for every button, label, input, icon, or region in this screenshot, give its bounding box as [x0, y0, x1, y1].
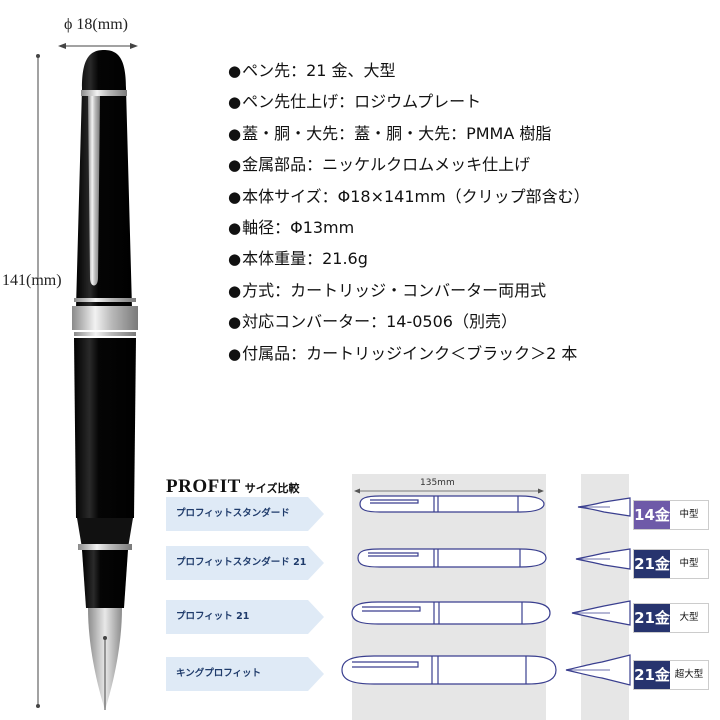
gold-karat-label: 21金: [634, 661, 670, 689]
spec-text: ペン先：21 金、大型: [242, 61, 396, 80]
spec-text: ペン先仕上げ：ロジウムプレート: [242, 92, 482, 112]
pen-outline-profit-21: [351, 601, 551, 625]
length-indicator-label: 135mm: [420, 478, 455, 488]
spec-item: ●ペン先仕上げ：ロジウムプレート: [228, 89, 590, 120]
spec-item: ●蓋・胴・大先：蓋・胴・大先：PMMA 樹脂: [228, 121, 590, 152]
spec-bullet: ●: [228, 93, 242, 112]
spec-bullet: ●: [228, 281, 242, 300]
row-label-text: プロフィットスタンダード 21: [176, 557, 307, 568]
arrow-label-shape: [166, 657, 324, 691]
nib-badge-row-1: 14金 中型: [633, 500, 709, 530]
gold-karat-label: 21金: [634, 550, 670, 578]
diameter-label: ϕ 18(mm): [64, 16, 128, 33]
length-indicator-arrow: [354, 488, 544, 494]
nib-size-label: 中型: [679, 558, 699, 569]
spec-item: ●本体重量：21.6g: [228, 246, 590, 277]
spec-text: 対応コンバーター：14-0506（別売）: [242, 312, 517, 332]
row-label-profit-21: プロフィット 21: [166, 600, 324, 634]
spec-item: ●方式：カートリッジ・コンバーター両用式: [228, 278, 590, 309]
gold-karat-label: 21金: [634, 604, 670, 632]
nib-badge-row-2: 21金 中型: [633, 549, 709, 579]
spec-bullet: ●: [228, 344, 242, 363]
spec-list: ●ペン先：21 金、大型 ●ペン先仕上げ：ロジウムプレート ●蓋・胴・大先：蓋・…: [228, 58, 590, 372]
spec-bullet: ●: [228, 313, 242, 332]
row-label-king-profit: キングプロフィット: [166, 657, 324, 691]
spec-item: ●ペン先：21 金、大型: [228, 58, 590, 89]
spec-bullet: ●: [228, 156, 242, 175]
arrow-label-shape: [166, 600, 324, 634]
spec-text: 軸径：Φ13mm: [242, 217, 355, 237]
spec-bullet: ●: [228, 187, 242, 206]
spec-item: ●対応コンバーター：14-0506（別売）: [228, 309, 590, 340]
spec-bullet: ●: [228, 62, 242, 80]
spec-text: 方式：カートリッジ・コンバーター両用式: [242, 280, 547, 300]
row-label-text: キングプロフィット: [176, 668, 262, 679]
nib-badge-row-4: 21金 超大型: [633, 660, 709, 690]
nib-size-label: 大型: [679, 612, 699, 623]
spec-text: 金属部品：ニッケルクロムメッキ仕上げ: [242, 155, 531, 175]
spec-text: 付属品：カートリッジインク＜ブラック＞2 本: [242, 343, 578, 363]
arrow-label-shape: [166, 497, 324, 531]
row-label-text: プロフィットスタンダード: [176, 508, 290, 519]
nib-outlines: [565, 497, 631, 686]
comparison-subtitle: サイズ比較: [244, 482, 300, 495]
spec-text: 蓋・胴・大先：蓋・胴・大先：PMMA 樹脂: [242, 123, 552, 143]
brand-name: PROFIT: [166, 476, 241, 497]
spec-bullet: ●: [228, 218, 242, 237]
arrow-label-shape: [166, 546, 324, 580]
nib-size-label: 超大型: [674, 669, 704, 680]
length-label: 141(mm): [2, 272, 62, 289]
spec-text: 本体重量：21.6g: [242, 249, 368, 269]
fountain-pen-illustration: [72, 50, 138, 710]
spec-item: ●軸径：Φ13mm: [228, 215, 590, 246]
nib-size-label: 中型: [679, 509, 699, 520]
row-label-profit-standard: プロフィットスタンダード: [166, 497, 324, 531]
row-label-text: プロフィット 21: [176, 611, 250, 622]
pen-outline-king-profit: [341, 655, 557, 685]
pen-outline-standard-21: [357, 548, 547, 568]
spec-text: 本体サイズ：Φ18×141mm（クリップ部含む）: [242, 186, 590, 206]
spec-bullet: ●: [228, 250, 242, 269]
spec-bullet: ●: [228, 124, 242, 143]
gold-karat-label: 14金: [634, 501, 670, 529]
nib-badge-row-3: 21金 大型: [633, 603, 709, 633]
row-label-profit-standard-21: プロフィットスタンダード 21: [166, 546, 324, 580]
spec-item: ●付属品：カートリッジインク＜ブラック＞2 本: [228, 341, 590, 372]
spec-item: ●金属部品：ニッケルクロムメッキ仕上げ: [228, 152, 590, 183]
pen-outline-standard: [359, 495, 545, 513]
spec-item: ●本体サイズ：Φ18×141mm（クリップ部含む）: [228, 184, 590, 215]
pen-outlines: [341, 495, 557, 685]
